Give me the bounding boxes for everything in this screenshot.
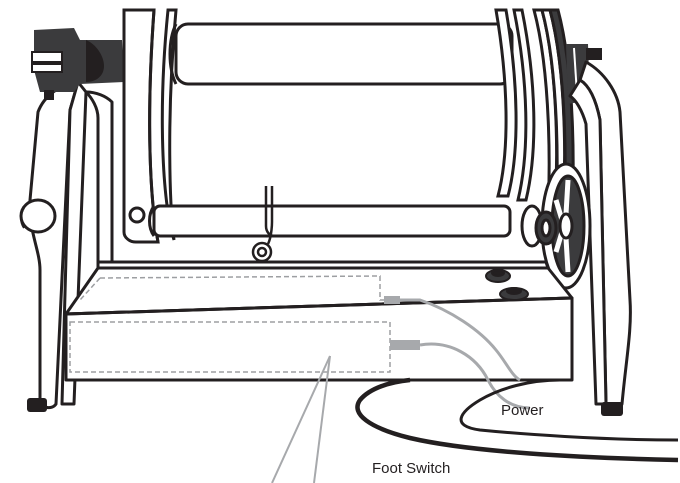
base-box [64,296,574,382]
left-foot [27,398,47,412]
plug-connectors [384,296,420,350]
callout-lines [271,355,331,483]
right-reel-flange [494,8,536,202]
left-clamp[interactable] [31,28,124,100]
foot-switch-cable [400,298,531,410]
base-top-rim [64,260,574,316]
right-foot [601,402,623,416]
port-connectors[interactable] [485,269,529,301]
power-cable [355,377,679,463]
bottom-axle [148,204,512,238]
handle-knob-icon[interactable] [19,198,57,234]
hidden-control-box [69,275,391,373]
top-axle [168,22,514,86]
foot-switch-label: Foot Switch [372,460,451,477]
wheel-axle-nut [520,204,558,248]
power-label: Power [501,402,544,419]
right-frame [568,60,632,410]
spring-clip-icon[interactable] [251,186,275,263]
